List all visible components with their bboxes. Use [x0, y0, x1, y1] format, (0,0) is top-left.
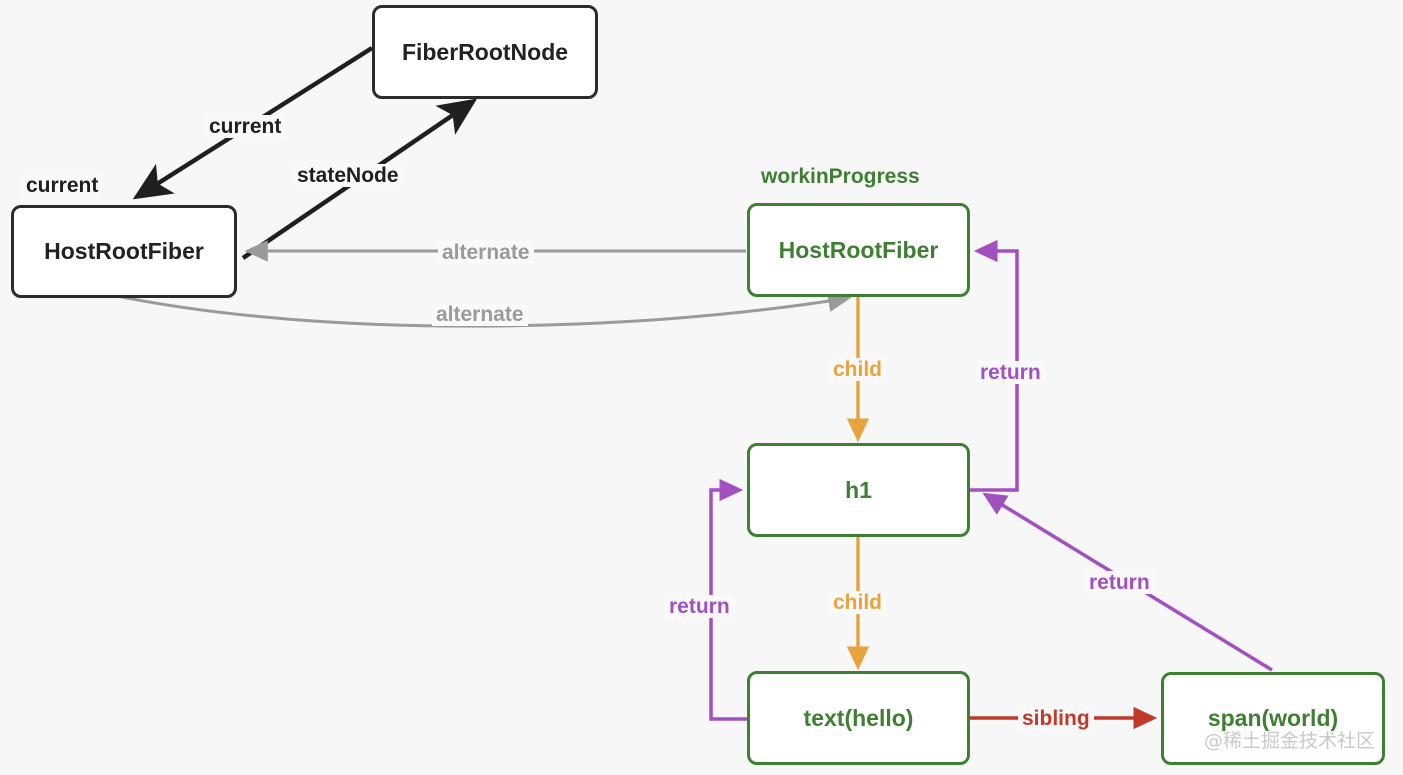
- node-fiber-root-node[interactable]: FiberRootNode: [372, 5, 598, 99]
- caption-workinprogress: workinProgress: [761, 165, 920, 189]
- node-span-world[interactable]: span(world): [1161, 672, 1385, 765]
- edge-label-return-2: return: [665, 595, 734, 619]
- node-label: HostRootFiber: [778, 236, 939, 263]
- edge-label-return-1: return: [976, 361, 1045, 385]
- watermark: @稀土掘金技术社区: [1204, 730, 1376, 752]
- node-host-root-fiber-wip[interactable]: HostRootFiber: [747, 203, 970, 297]
- node-label: HostRootFiber: [44, 238, 204, 264]
- node-text-hello[interactable]: text(hello): [747, 671, 970, 765]
- node-label: FiberRootNode: [401, 38, 569, 65]
- edge-label-current-left: current: [22, 174, 103, 198]
- edge-label-alternate-bottom: alternate: [432, 303, 528, 327]
- node-label: h1: [845, 476, 872, 503]
- edge-label-current-diagonal: current: [205, 115, 286, 139]
- edge-label-alternate-top: alternate: [438, 241, 534, 265]
- edge-label-child-2: child: [829, 591, 887, 615]
- edge-label-child-1: child: [829, 358, 887, 382]
- caption-text: workinProgress: [761, 165, 920, 188]
- edge-label-sibling: sibling: [1018, 707, 1094, 731]
- node-label: span(world): [1207, 705, 1339, 731]
- node-label: text(hello): [803, 704, 914, 731]
- edge-label-return-3: return: [1085, 571, 1154, 595]
- node-h1[interactable]: h1: [747, 443, 970, 537]
- edge-alternate-bottom-path: [111, 290, 852, 328]
- node-host-root-fiber-current[interactable]: HostRootFiber: [11, 205, 237, 298]
- edge-label-statenode: stateNode: [293, 164, 403, 188]
